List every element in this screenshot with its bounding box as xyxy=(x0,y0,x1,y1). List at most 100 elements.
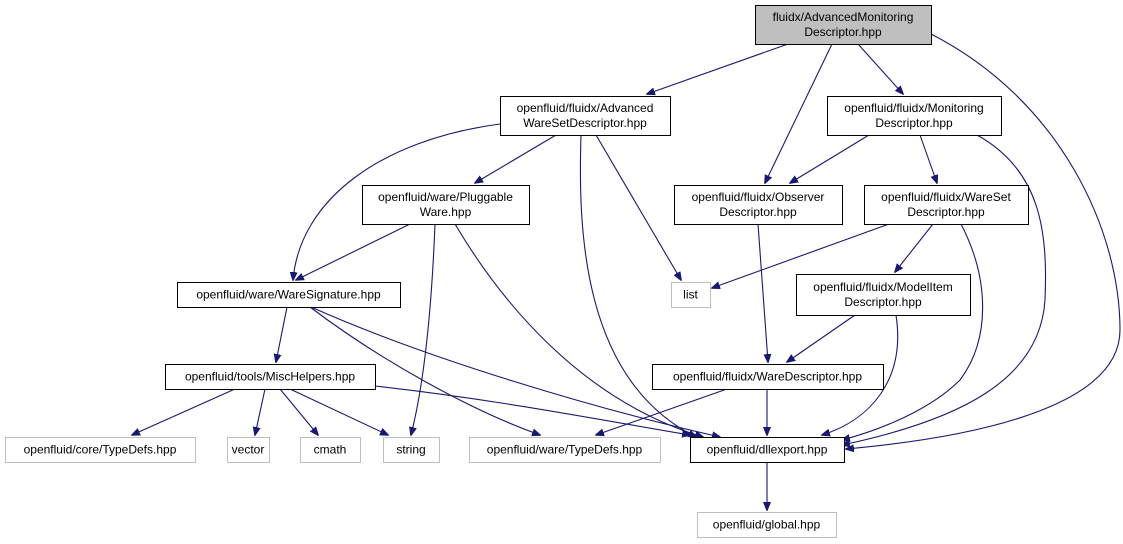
node-box xyxy=(469,437,661,463)
edge-pluggable-to-signature xyxy=(296,223,411,280)
edge-arrow xyxy=(374,385,690,435)
node-label-line: list xyxy=(683,288,698,302)
node-core-typedefs: openfluid/core/TypeDefs.hpp xyxy=(5,437,196,463)
edge-pluggable-to-string xyxy=(411,223,436,435)
edge-root-to-adv_wareset xyxy=(647,43,789,94)
edge-arrow xyxy=(596,388,728,435)
edge-arrow xyxy=(293,123,501,280)
edge-signature-to-mischelpers xyxy=(276,306,288,362)
edge-root-to-dllexport xyxy=(846,33,1121,449)
edge-observer-to-waredesc xyxy=(757,223,768,362)
node-label-line: openfluid/core/TypeDefs.hpp xyxy=(24,443,177,457)
edge-waredesc-to-ware_typedefs xyxy=(596,388,728,435)
node-label-line: Descriptor.hpp xyxy=(719,205,797,219)
edge-arrow xyxy=(757,223,768,362)
node-box xyxy=(165,364,376,390)
node-box xyxy=(383,437,440,463)
edge-arrow xyxy=(895,223,934,272)
edge-mischelpers-to-cmath xyxy=(279,388,318,435)
edge-arrow xyxy=(132,388,236,435)
node-box xyxy=(796,274,971,316)
node-layer: fluidx/AdvancedMonitoringDescriptor.hppo… xyxy=(5,5,1029,538)
edge-arrow xyxy=(579,134,696,437)
edge-arrow xyxy=(475,134,557,183)
edge-arrow xyxy=(919,134,937,183)
edge-arrow xyxy=(279,388,318,435)
node-label-line: openfluid/fluidx/WareSet xyxy=(881,190,1011,204)
node-vector: vector xyxy=(227,437,270,463)
edge-signature-to-ware_typedefs xyxy=(309,306,540,435)
node-wareset[interactable]: openfluid/fluidx/WareSetDescriptor.hpp xyxy=(864,185,1029,225)
node-label-line: cmath xyxy=(314,443,347,457)
edge-monitoring-to-dllexport xyxy=(842,134,1047,445)
node-label-line: openfluid/fluidx/Monitoring xyxy=(844,101,983,115)
node-list: list xyxy=(671,282,711,308)
edge-modelitem-to-waredesc xyxy=(787,314,856,362)
node-box xyxy=(5,437,196,463)
edge-layer xyxy=(132,33,1121,510)
edge-arrow xyxy=(411,223,436,435)
edge-pluggable-to-dllexport xyxy=(454,223,703,437)
edge-mischelpers-to-core_typedefs xyxy=(132,388,236,435)
edge-monitoring-to-observer xyxy=(790,134,870,183)
node-monitoring[interactable]: openfluid/fluidx/MonitoringDescriptor.hp… xyxy=(827,96,1002,136)
edge-adv_wareset-to-signature xyxy=(293,123,501,280)
edge-adv_wareset-to-dllexport xyxy=(579,134,696,437)
node-signature[interactable]: openfluid/ware/WareSignature.hpp xyxy=(177,282,401,308)
node-label-line: openfluid/ware/Pluggable xyxy=(378,190,513,204)
edge-arrow xyxy=(857,43,903,94)
node-box xyxy=(755,5,932,45)
node-adv-wareset[interactable]: openfluid/fluidx/AdvancedWareSetDescript… xyxy=(500,96,671,136)
node-box xyxy=(227,437,270,463)
node-box xyxy=(362,185,530,225)
node-dllexport[interactable]: openfluid/dllexport.hpp xyxy=(690,437,845,463)
node-box xyxy=(671,282,711,308)
node-waredesc[interactable]: openfluid/fluidx/WareDescriptor.hpp xyxy=(652,364,884,390)
edge-mischelpers-to-vector xyxy=(255,388,266,435)
node-label-line: openfluid/fluidx/Observer xyxy=(692,190,825,204)
node-label-line: openfluid/fluidx/WareDescriptor.hpp xyxy=(673,370,862,384)
node-label-line: Ware.hpp xyxy=(420,205,472,219)
edge-arrow xyxy=(647,43,789,94)
node-label-line: openfluid/global.hpp xyxy=(713,518,821,532)
edge-mischelpers-to-dllexport xyxy=(374,385,690,435)
node-label-line: Descriptor.hpp xyxy=(844,295,922,309)
node-box xyxy=(864,185,1029,225)
node-label-line: openfluid/dllexport.hpp xyxy=(707,443,828,457)
edge-arrow xyxy=(276,306,288,362)
edge-adv_wareset-to-pluggable xyxy=(475,134,557,183)
node-box xyxy=(177,282,401,308)
node-box xyxy=(697,512,837,538)
node-label-line: openfluid/ware/WareSignature.hpp xyxy=(196,288,381,302)
node-box xyxy=(690,437,845,463)
edge-arrow xyxy=(787,314,856,362)
edge-wareset-to-dllexport xyxy=(842,223,984,440)
edge-arrow xyxy=(289,388,388,435)
node-box xyxy=(652,364,884,390)
edge-modelitem-to-dllexport xyxy=(822,314,899,435)
edge-arrow xyxy=(765,43,833,183)
node-label-line: openfluid/fluidx/ModelItem xyxy=(813,280,952,294)
edge-arrow xyxy=(822,314,899,435)
node-label-line: fluidx/AdvancedMonitoring xyxy=(773,10,914,24)
node-box xyxy=(500,96,671,136)
edge-root-to-monitoring xyxy=(857,43,903,94)
node-global: openfluid/global.hpp xyxy=(697,512,837,538)
edge-arrow xyxy=(712,223,890,288)
edge-arrow xyxy=(842,223,984,440)
edge-arrow xyxy=(790,134,870,183)
edge-arrow xyxy=(310,306,720,437)
edge-arrow xyxy=(309,306,540,435)
node-ware-typedefs: openfluid/ware/TypeDefs.hpp xyxy=(469,437,661,463)
edge-mischelpers-to-string xyxy=(289,388,388,435)
node-label-line: openfluid/tools/MiscHelpers.hpp xyxy=(185,370,355,384)
edge-adv_wareset-to-list xyxy=(595,134,681,280)
edge-root-to-observer xyxy=(765,43,833,183)
node-mischelpers[interactable]: openfluid/tools/MiscHelpers.hpp xyxy=(165,364,376,390)
edge-arrow xyxy=(842,134,1047,445)
